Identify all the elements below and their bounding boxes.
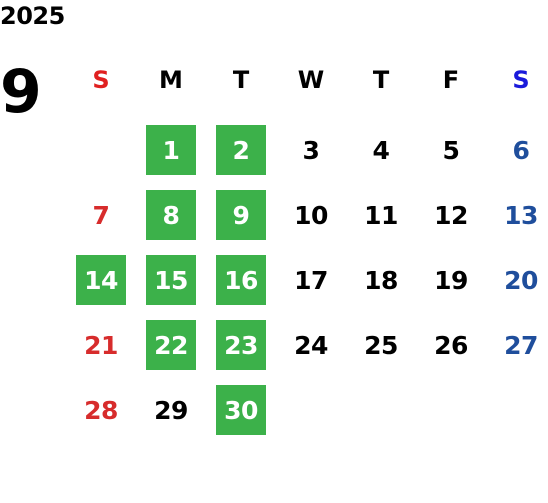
day-cell[interactable]: 27 bbox=[504, 330, 538, 360]
day-cell[interactable]: 5 bbox=[442, 135, 460, 165]
weekday-header: W bbox=[297, 66, 325, 94]
day-cell[interactable]: 17 bbox=[294, 265, 328, 295]
weekday-header: F bbox=[442, 66, 460, 94]
day-cell[interactable]: 15 bbox=[146, 255, 196, 305]
day-cell[interactable]: 4 bbox=[372, 135, 390, 165]
day-cell[interactable]: 2 bbox=[216, 125, 266, 175]
weekday-header: T bbox=[232, 66, 250, 94]
day-cell[interactable]: 10 bbox=[294, 200, 328, 230]
day-cell[interactable]: 12 bbox=[434, 200, 468, 230]
day-cell[interactable]: 3 bbox=[302, 135, 320, 165]
day-cell[interactable]: 14 bbox=[76, 255, 126, 305]
day-cell[interactable]: 1 bbox=[146, 125, 196, 175]
day-cell[interactable]: 23 bbox=[216, 320, 266, 370]
calendar-year: 2025 bbox=[0, 2, 65, 30]
calendar-month: 9 bbox=[0, 57, 42, 127]
day-cell[interactable]: 18 bbox=[364, 265, 398, 295]
day-cell[interactable]: 30 bbox=[216, 385, 266, 435]
weekday-header: S bbox=[92, 66, 110, 94]
weekday-header: T bbox=[372, 66, 390, 94]
day-cell[interactable]: 29 bbox=[154, 395, 188, 425]
day-cell[interactable]: 9 bbox=[216, 190, 266, 240]
day-cell[interactable]: 6 bbox=[512, 135, 530, 165]
day-cell[interactable]: 21 bbox=[84, 330, 118, 360]
day-cell[interactable]: 8 bbox=[146, 190, 196, 240]
day-cell[interactable]: 25 bbox=[364, 330, 398, 360]
day-cell[interactable]: 11 bbox=[364, 200, 398, 230]
weekday-header: M bbox=[159, 66, 183, 94]
day-cell[interactable]: 7 bbox=[92, 200, 110, 230]
day-cell[interactable]: 22 bbox=[146, 320, 196, 370]
day-cell[interactable]: 24 bbox=[294, 330, 328, 360]
day-cell[interactable]: 20 bbox=[504, 265, 538, 295]
weekday-header: S bbox=[512, 66, 530, 94]
day-cell[interactable]: 26 bbox=[434, 330, 468, 360]
day-cell[interactable]: 28 bbox=[84, 395, 118, 425]
day-cell[interactable]: 16 bbox=[216, 255, 266, 305]
day-cell[interactable]: 19 bbox=[434, 265, 468, 295]
day-cell[interactable]: 13 bbox=[504, 200, 538, 230]
